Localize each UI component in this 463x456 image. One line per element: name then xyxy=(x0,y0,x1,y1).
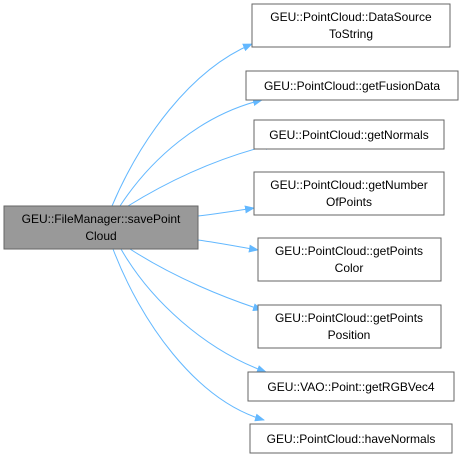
source-node[interactable]: GEU::FileManager::savePoint Cloud xyxy=(3,205,199,250)
node-label-line2: OfPoints xyxy=(326,195,372,209)
edge-getpointscolor xyxy=(197,239,259,253)
node-label: GEU::PointCloud::getFusionData xyxy=(264,79,440,93)
target-node-getrgbvec4[interactable]: GEU::VAO::Point::getRGBVec4 xyxy=(247,371,455,402)
edge-getpointsposition xyxy=(129,248,263,312)
edge-havenormals xyxy=(112,248,265,422)
target-node-getpointscolor[interactable]: GEU::PointCloud::getPoints Color xyxy=(257,237,442,282)
target-node-getnumberofpoints[interactable]: GEU::PointCloud::getNumber OfPoints xyxy=(253,171,445,216)
node-label: GEU::VAO::Point::getRGBVec4 xyxy=(267,380,435,394)
edge-datasource-tostring xyxy=(111,43,253,207)
source-node-label-line1: GEU::FileManager::savePoint xyxy=(22,212,181,226)
target-node-havenormals[interactable]: GEU::PointCloud::haveNormals xyxy=(249,423,453,454)
node-label-line2: Color xyxy=(335,261,364,275)
node-label-line1: GEU::PointCloud::getPoints xyxy=(275,311,423,325)
node-label-line1: GEU::PointCloud::getPoints xyxy=(275,244,423,258)
node-label-line2: ToString xyxy=(329,27,373,41)
node-label: GEU::PointCloud::haveNormals xyxy=(267,432,436,446)
node-label-line1: GEU::PointCloud::DataSource xyxy=(270,10,432,24)
target-node-datasource-tostring[interactable]: GEU::PointCloud::DataSource ToString xyxy=(251,3,451,48)
node-label-line2: Position xyxy=(328,328,371,342)
edge-getnumberofpoints xyxy=(197,205,255,217)
edge-getrgbvec4 xyxy=(120,248,267,373)
edge-getfusiondata xyxy=(119,98,263,207)
edges xyxy=(111,43,275,422)
target-node-getfusiondata[interactable]: GEU::PointCloud::getFusionData xyxy=(245,70,459,101)
target-node-getnormals[interactable]: GEU::PointCloud::getNormals xyxy=(253,119,445,150)
node-label-line1: GEU::PointCloud::getNumber xyxy=(270,178,427,192)
target-node-getpointsposition[interactable]: GEU::PointCloud::getPoints Position xyxy=(257,304,442,349)
node-label: GEU::PointCloud::getNormals xyxy=(269,128,428,142)
source-node-label-line2: Cloud xyxy=(85,229,116,243)
edge-getnormals xyxy=(127,142,275,207)
